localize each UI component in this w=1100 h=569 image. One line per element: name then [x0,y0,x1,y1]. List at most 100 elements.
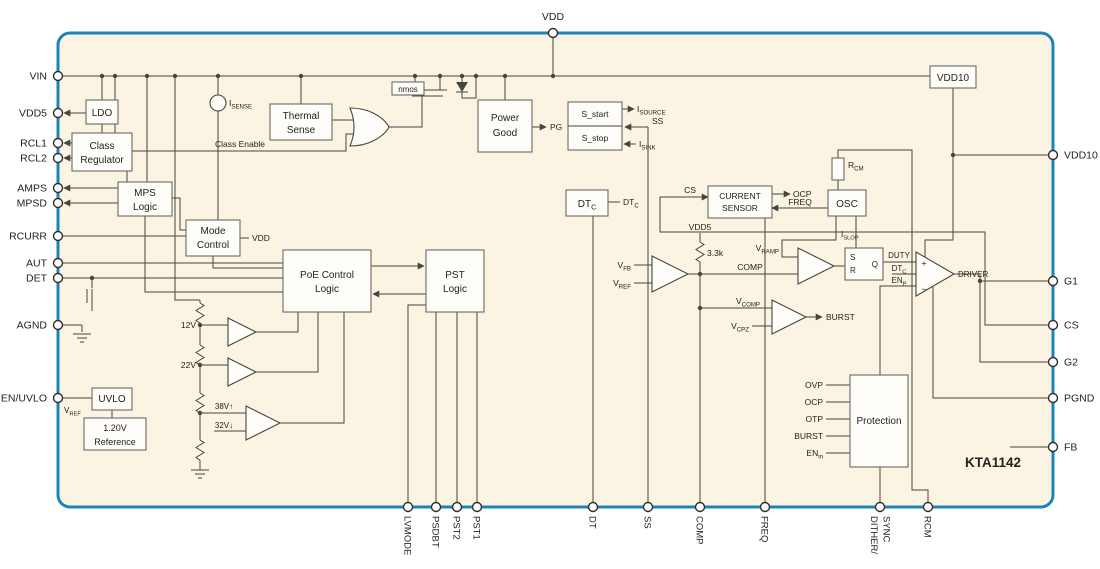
s-start-label: S_start [582,109,610,119]
pin-lvmode-label: LVMODE [402,516,413,555]
dtc-out-label: DTC [623,197,639,210]
duty-label: DUTY [888,251,910,260]
ldo-label: LDO [92,108,113,119]
vref-label: VREF [613,278,631,291]
pin-dither-sync [874,501,886,513]
ocp-out-label: OCP [793,189,812,199]
current-sensor-block: CURRENT SENSOR [707,185,773,219]
rcm-label: RCM [848,160,864,173]
reference-label2: Reference [94,437,136,447]
pin-top: VDD [542,11,565,39]
symbol-group [209,82,956,441]
class-regulator-block: Class Regulator [71,132,133,172]
resistor-group [195,241,705,461]
pst-logic-block: PST Logic [425,249,485,313]
latch-r-label: R [850,266,856,275]
current-source-symbol [209,94,227,112]
power-good-label: Power [491,113,520,124]
reference-block: 1.20V Reference [83,417,147,451]
pin-vdd [547,27,559,39]
dtc-block: DTC [565,189,609,217]
reference-label: 1.20V [103,423,127,433]
latch-s-label: S [850,253,855,262]
current-sensor-label2: SENSOR [722,203,758,213]
pin-fb-label: FB [1064,442,1077,454]
pin-aut [52,257,64,269]
pin-vdd-label: VDD [542,11,565,23]
protection-block: Protection OVP OCP OTP BURST ENin [794,374,909,468]
latch-q-label: Q [872,260,878,269]
mps-logic-label2: Logic [133,202,157,213]
power-good-label2: Good [493,128,517,139]
poe-control-block: PoE Control Logic [282,249,372,313]
pin-freq [759,501,771,513]
pin-vdd5-label: VDD5 [19,108,47,120]
r33-label: 3.3k [707,248,724,258]
pin-rcl1-label: RCL1 [20,138,47,150]
pin-rcl1 [52,137,64,149]
pin-mpsd [52,197,64,209]
vdd5-node-label: VDD5 [689,222,712,232]
mode-control-block: Mode Control [185,219,241,257]
s-stop-label: S_stop [582,133,609,143]
v38-label: 38V↑ [215,402,233,411]
burst-out-label: BURST [826,312,855,322]
burst-in-label: BURST [794,431,823,441]
mps-logic-label: MPS [134,188,156,199]
isense-label: ISENSE [229,98,252,111]
pin-dt [587,501,599,513]
vdd10-block: VDD10 [929,65,977,89]
driver-label: DRIVER [958,270,988,279]
v22-label: 22V [181,360,196,370]
rcm-resistor [831,157,845,181]
pin-vdd5 [52,107,64,119]
pins-bottom: LVMODE PSDBT PST2 PST1 DT SS COMP FREQ D… [402,501,934,555]
pin-rcl2-label: RCL2 [20,153,47,165]
osc-label: OSC [836,199,858,210]
pst-logic-label2: Logic [443,284,467,295]
or-gate [349,107,390,147]
mode-control-label: Mode [200,226,225,237]
pin-cs-label: CS [1064,320,1079,332]
pin-det-label: DET [26,273,48,285]
pin-g2 [1047,356,1059,368]
pin-sync-label: SYNC [881,516,892,543]
ldo-block: LDO [85,99,119,125]
pin-agnd-label: AGND [17,320,48,332]
comp-label: COMP [737,262,763,272]
pin-rcm-label: RCM [922,516,933,538]
pin-rcm [922,501,934,513]
pin-det [52,272,64,284]
pst-logic-label: PST [445,270,464,281]
pin-g2-label: G2 [1064,357,1078,369]
vcomp-label: VCOMP [736,296,760,309]
pin-fb [1047,441,1059,453]
pin-agnd [52,319,64,331]
pin-pst1 [471,501,483,513]
pin-lvmode [402,501,414,513]
pin-comp-label: COMP [694,516,705,545]
dtc-label: DTC [578,199,597,212]
uvlo-block: UVLO [91,387,133,411]
ocp-label: OCP [805,397,824,407]
error-amp [651,255,690,293]
power-good-block: Power Good [477,99,533,153]
pin-en-uvlo-label: EN/UVLO [1,393,47,405]
isource-label: ISOURCE [637,104,666,117]
pin-psdbt-label: PSDBT [430,516,441,548]
thermal-sense-block: Thermal Sense [269,103,333,141]
blocks: LDO Class Regulator MPS Logic Mode Contr… [71,65,988,468]
resistor-3p3k [695,241,705,263]
ss-label: SS [652,116,664,126]
resistor [195,392,205,414]
v32-label: 32V↓ [215,421,233,430]
pin-ss-label: SS [642,516,653,529]
latch-block: S R Q [844,247,884,281]
mps-logic-block: MPS Logic [117,181,173,217]
pin-rcl2 [52,152,64,164]
poe-control-label2: Logic [315,284,339,295]
vdd10-box-label: VDD10 [937,73,970,84]
pin-pst1-label: PST1 [471,516,482,540]
